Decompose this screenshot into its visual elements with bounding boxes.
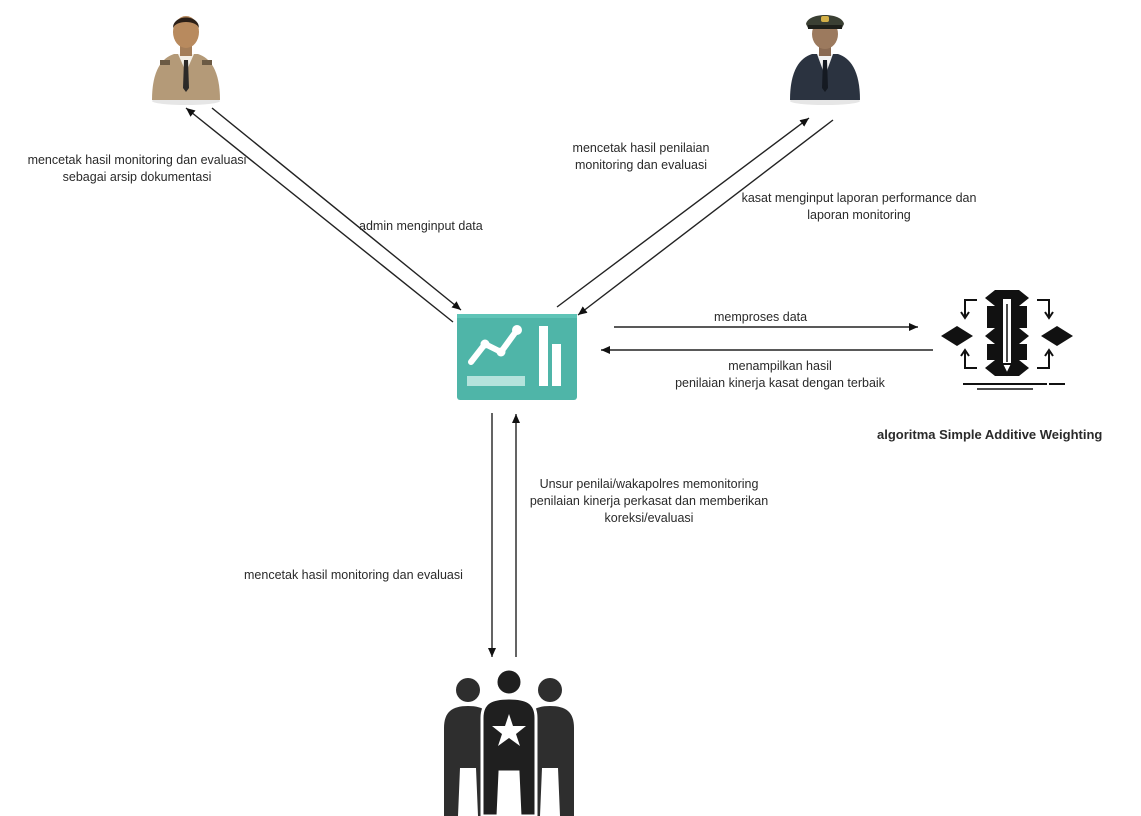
arrow-admin-to-system [211, 107, 462, 311]
edge-label-line: sebagai arsip dokumentasi [62, 170, 212, 184]
edge-label-line: admin menginput data [359, 219, 483, 233]
edge-label-line: mencetak hasil monitoring dan evaluasi [244, 568, 463, 582]
edge-label-line: Unsur penilai/wakapolres memonitoring [539, 477, 759, 491]
edge-label-line: penilaian kinerja perkasat dan memberika… [529, 494, 769, 508]
edge-label-line: kasat menginput laporan performance dan [741, 191, 977, 205]
edge-label-line: menampilkan hasil [728, 359, 832, 373]
arrow-system-to-kasat [556, 117, 810, 308]
edge-label-admin-print: mencetak hasil monitoring dan evaluasi s… [6, 152, 268, 186]
edge-label-line: mencetak hasil monitoring dan evaluasi [27, 153, 247, 167]
edge-label-kasat-input: kasat menginput laporan performance dan … [720, 190, 998, 224]
edge-label-process: memproses data [714, 309, 807, 326]
edge-label-line: monitoring dan evaluasi [574, 158, 708, 172]
edge-label-result: menampilkan hasil penilaian kinerja kasa… [646, 358, 914, 392]
edge-label-evaluator-print: mencetak hasil monitoring dan evaluasi [244, 567, 463, 584]
arrow-system-to-admin [185, 107, 454, 323]
edge-label-line: penilaian kinerja kasat dengan terbaik [675, 376, 885, 390]
algorithm-process-icon [941, 290, 1073, 390]
evaluator-group-icon [444, 668, 574, 816]
edge-label-evaluator-monitor: Unsur penilai/wakapolres memonitoring pe… [511, 476, 787, 527]
edge-label-line: mencetak hasil penilaian [572, 141, 710, 155]
edge-label-line: koreksi/evaluasi [604, 511, 694, 525]
admin-officer-icon [152, 16, 220, 105]
edge-label-admin-input: admin menginput data [359, 218, 483, 235]
edge-label-line: memproses data [714, 310, 808, 324]
algorithm-label: algoritma Simple Additive Weighting [877, 427, 1103, 442]
edge-label-kasat-print: mencetak hasil penilaian monitoring dan … [557, 140, 725, 174]
dashboard-app-icon[interactable] [457, 314, 577, 400]
edge-label-line: laporan monitoring [807, 208, 911, 222]
kasat-officer-icon [790, 15, 860, 105]
arrow-kasat-to-system [577, 119, 834, 316]
